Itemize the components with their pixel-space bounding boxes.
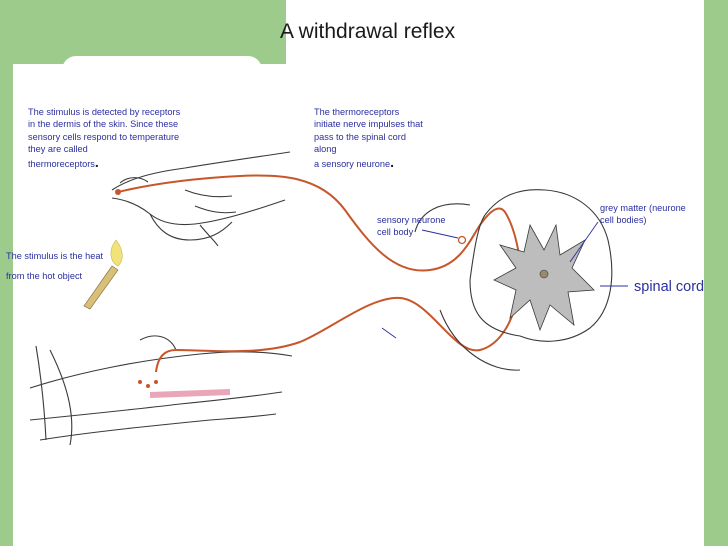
- panel-tab: [62, 56, 262, 76]
- hot-object: [83, 239, 123, 310]
- arm-illustration: [29, 335, 293, 446]
- label-thermoreceptors-initiate-text: The thermoreceptors initiate nerve impul…: [314, 107, 423, 155]
- label-stimulus-detected: The stimulus is detected by receptors in…: [28, 106, 188, 170]
- effector-marker: [138, 380, 158, 388]
- label-thermoreceptors-initiate: The thermoreceptors initiate nerve impul…: [314, 106, 424, 170]
- background-band-right: [704, 0, 728, 546]
- leader-lines: [381, 221, 628, 339]
- label-stimulus-heat-line1: The stimulus is the heat: [6, 251, 104, 261]
- label-sensory-cell-body: sensory neurone cell body: [377, 215, 446, 238]
- label-stimulus-heat-line2: from the hot object: [6, 271, 83, 281]
- label-stimulus-detected-term: thermoreceptors: [28, 158, 95, 169]
- label-dot: .: [390, 153, 394, 170]
- sensory-neurone-path: [117, 174, 523, 281]
- title-area: [286, 0, 704, 64]
- cell-body-marker: [457, 235, 467, 245]
- spinal-outline: [414, 189, 613, 371]
- hand-illustration: [111, 151, 291, 247]
- label-dot: .: [94, 153, 99, 170]
- grey-matter: [493, 223, 595, 332]
- label-spinal-cord: spinal cord: [634, 279, 705, 295]
- slide-title: A withdrawal reflex: [280, 20, 456, 43]
- content-panel: [13, 64, 704, 546]
- label-stimulus-heat: The stimulus is the heat from the hot ob…: [6, 246, 121, 286]
- label-grey-matter: grey matter (neurone cell bodies): [600, 203, 686, 226]
- thermoreceptor-marker: [115, 189, 121, 195]
- label-stimulus-detected-text: The stimulus is detected by receptors in…: [28, 107, 181, 155]
- motor-neurone-path: [155, 289, 519, 373]
- label-thermoreceptors-initiate-term: a sensory neurone: [314, 158, 391, 169]
